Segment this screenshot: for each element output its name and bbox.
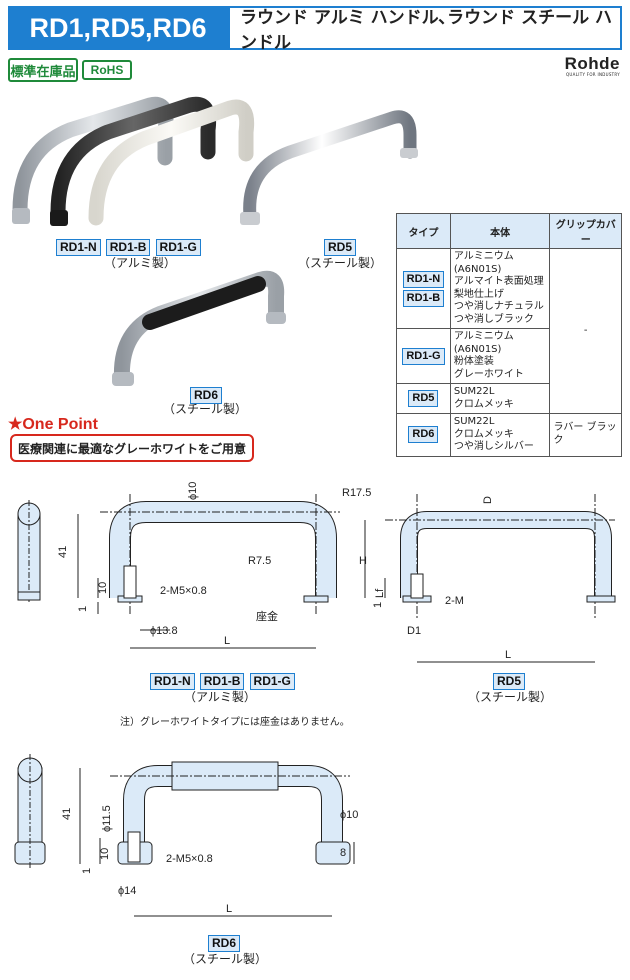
- tag-rd1-b: RD1-B: [199, 673, 245, 690]
- cover-cell: ラバー ブラック: [549, 413, 622, 457]
- rd6-photo-tag-wrap: RD6: [190, 384, 223, 404]
- body-line: グレーホワイト: [453, 368, 524, 380]
- tag-rd1-n: RD1-N: [150, 673, 195, 690]
- aluminum-caption: （アルミ製）: [104, 256, 176, 270]
- body-line: アルマイト表面処理: [453, 276, 544, 287]
- note-text: 注）グレーホワイトタイプには座金はありません。: [120, 717, 350, 728]
- body-line: SUM22L: [453, 386, 495, 397]
- dim-h8: 8: [340, 847, 346, 859]
- dim-washer: 座金: [256, 609, 278, 623]
- dim-dia: ϕ10: [340, 809, 358, 821]
- type-tag: RD1-B: [402, 289, 445, 307]
- brand-tagline: QUALITY FOR INDUSTRY: [565, 72, 620, 77]
- cover-cell: -: [549, 248, 622, 414]
- brand-logo: Rohde: [564, 54, 620, 73]
- dim-height: 41: [61, 808, 73, 820]
- tag-rd1-g: RD1-G: [249, 673, 295, 690]
- aluminum-tags: RD1-N RD1-B RD1-G: [56, 236, 201, 256]
- rd6-photo-caption: （スチール製）: [162, 402, 247, 416]
- dim-h1: 1: [77, 606, 89, 612]
- body-line: アルミニウム(A6N01S): [453, 331, 514, 355]
- dim-d1: D1: [407, 625, 421, 637]
- rd1-drawing-caption: （アルミ製）: [184, 690, 256, 704]
- body-line: 粉体塗装: [453, 356, 494, 367]
- dim-d: D: [482, 496, 494, 504]
- dim-h: H: [359, 555, 367, 567]
- tag-rd5: RD5: [324, 239, 357, 256]
- dim-base-dia: ϕ14: [118, 885, 136, 897]
- model-code-banner: RD1,RD5,RD6: [8, 6, 228, 50]
- type-tag: RD6: [408, 426, 439, 444]
- drawing-rd6: 41 ϕ11.5 ϕ10 10 1 2-M5×0.8 8 ϕ14 L: [14, 754, 358, 917]
- body-line: つや消しシルバー: [453, 441, 534, 452]
- dim-h10: 10: [99, 848, 111, 860]
- col-type: タイプ: [396, 213, 451, 249]
- body-line: SUM22L: [453, 416, 495, 427]
- rd5-drawing-caption: （スチール製）: [467, 690, 552, 704]
- dim-length: L: [224, 635, 230, 647]
- dim-dia: ϕ10: [187, 482, 199, 500]
- rd5-photo-caption: （スチール製）: [297, 256, 382, 270]
- dim-h1: 1: [372, 602, 384, 608]
- tag-rd5: RD5: [493, 673, 526, 690]
- drawing-rd1: 41 10 1 ϕ10 R17.5 R7.5 2-M5×0.8 座金 ϕ13.8…: [17, 482, 371, 649]
- rohs-badge: RoHS: [82, 60, 132, 80]
- product-photos: [12, 96, 418, 386]
- rd5-drawing-tag-wrap: RD5: [493, 670, 526, 690]
- dim-thread: 2-M5×0.8: [160, 585, 207, 597]
- table-row: RD5 SUM22L クロムメッキ: [396, 383, 622, 414]
- body-line: クロムメッキ: [453, 428, 514, 440]
- tag-rd1-g: RD1-G: [155, 239, 201, 256]
- tag-rd6: RD6: [190, 387, 223, 404]
- rd5-handle: [243, 110, 417, 223]
- rd1-g-handle: [88, 99, 255, 226]
- type-tag: RD5: [408, 390, 439, 407]
- rd6-drawing-tag-wrap: RD6: [208, 932, 241, 952]
- dim-thread: 2-M: [445, 595, 464, 607]
- dim-length: L: [226, 903, 232, 915]
- col-cover: グリップカバー: [549, 213, 622, 249]
- dim-length: L: [505, 649, 511, 661]
- stock-badge: 標準在庫品: [8, 58, 78, 82]
- drawing-rd5: H Lf 1 D 2-M D1 L: [359, 494, 616, 663]
- dim-h10: 10: [97, 582, 109, 594]
- rd6-drawing-caption: （スチール製）: [182, 952, 267, 966]
- dim-r-inner: R7.5: [248, 555, 271, 567]
- dim-r-outer: R17.5: [342, 487, 371, 499]
- dim-h1: 1: [81, 868, 93, 874]
- body-line: クロムメッキ: [453, 398, 514, 410]
- page-title: ラウンド アルミ ハンドル､ラウンド スチール ハンドル: [228, 6, 622, 53]
- type-tag: RD1-G: [402, 347, 445, 365]
- body-line: 梨地仕上げ: [453, 288, 504, 300]
- table-row: RD1-G アルミニウム(A6N01S) 粉体塗装 グレーホワイト: [396, 328, 622, 384]
- rd5-photo-tag-wrap: RD5: [324, 236, 357, 256]
- body-line: つや消しナチュラル: [453, 301, 544, 312]
- body-line: アルミニウム(A6N01S): [453, 251, 514, 275]
- dim-height: 41: [57, 546, 69, 558]
- one-point-box: 医療関連に最適なグレーホワイトをご用意: [10, 434, 254, 462]
- dim-base-dia: ϕ13.8: [150, 625, 178, 637]
- col-body: 本体: [449, 213, 551, 249]
- dim-grip-dia: ϕ11.5: [101, 805, 113, 832]
- rd1-drawing-tags: RD1-N RD1-B RD1-G: [150, 670, 295, 690]
- type-tag: RD1-N: [402, 270, 445, 288]
- tag-rd6: RD6: [208, 935, 241, 952]
- dim-lf: Lf: [374, 588, 386, 598]
- body-line: つや消しブラック: [453, 313, 534, 325]
- dim-thread: 2-M5×0.8: [166, 853, 213, 865]
- one-point-title: ★One Point: [8, 416, 98, 433]
- table-row: RD6 SUM22L クロムメッキ つや消しシルバー ラバー ブラック: [396, 413, 622, 457]
